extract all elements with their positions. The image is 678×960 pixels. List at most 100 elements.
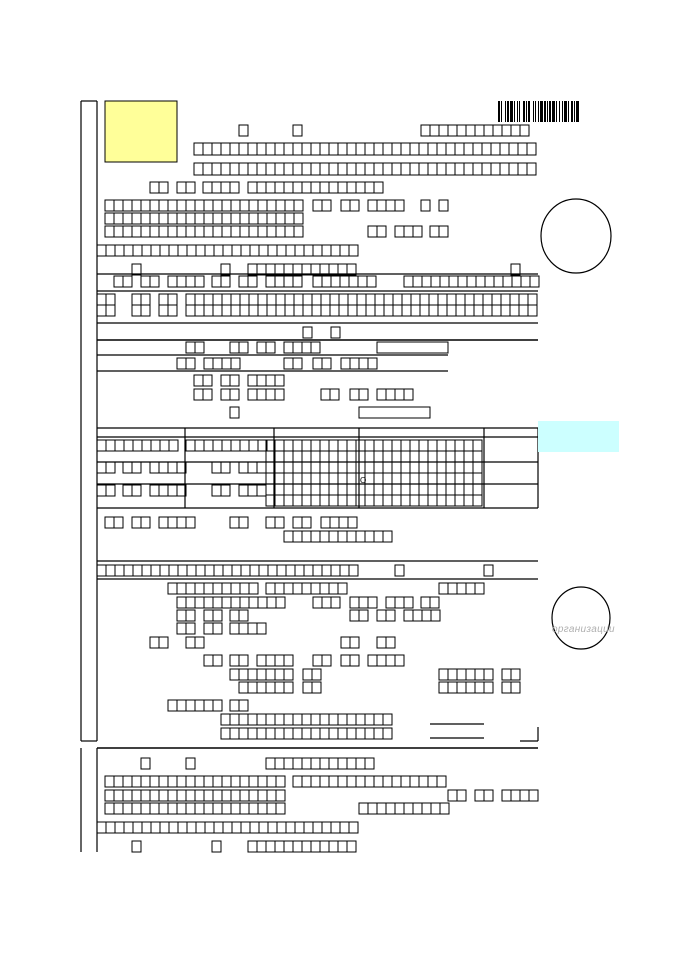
cell-pair — [220, 374, 240, 387]
form-cell — [328, 757, 339, 770]
form-cell — [301, 162, 312, 176]
form-cell — [501, 681, 512, 694]
form-cell — [364, 162, 375, 176]
barcode-bar — [559, 101, 560, 122]
form-cell — [463, 472, 474, 485]
form-cell — [330, 244, 341, 257]
form-cell — [499, 162, 510, 176]
cell-pair — [420, 596, 440, 609]
form-cell — [439, 802, 450, 815]
form-cell — [167, 461, 178, 474]
form-cell — [131, 789, 142, 802]
form-cell — [239, 789, 250, 802]
form-cell — [266, 775, 277, 788]
form-cell — [367, 357, 378, 370]
form-cell — [105, 304, 116, 317]
cell-quad — [229, 622, 267, 635]
form-cell — [104, 199, 115, 212]
table-cells — [96, 439, 179, 452]
form-cell — [249, 821, 260, 834]
grid-small — [158, 293, 178, 317]
form-cell — [311, 668, 322, 681]
form-cell — [238, 142, 249, 156]
form-cell — [382, 162, 393, 176]
form-cell — [247, 388, 258, 401]
form-cell — [185, 622, 196, 635]
form-cell — [229, 699, 240, 712]
form-cell — [159, 439, 170, 452]
form-cell — [221, 789, 232, 802]
form-cell — [283, 461, 294, 474]
form-cell — [123, 821, 134, 834]
form-cell — [212, 304, 223, 317]
form-cell — [274, 713, 285, 726]
form-cell — [355, 162, 366, 176]
form-cell — [518, 304, 529, 317]
form-cell — [265, 142, 276, 156]
form-cell — [385, 654, 396, 667]
form-cell — [131, 840, 142, 853]
form-cell — [328, 530, 339, 543]
form-cell — [463, 142, 474, 156]
form-cell — [220, 713, 231, 726]
form-cell — [427, 439, 438, 452]
form-cell — [194, 293, 205, 306]
form-cell — [466, 275, 477, 288]
cell-pair — [292, 516, 312, 529]
form-rules — [80, 100, 539, 852]
form-cell — [221, 199, 232, 212]
form-cell — [301, 181, 312, 194]
form-cell — [122, 802, 133, 815]
form-cell — [409, 494, 420, 507]
form-cell — [373, 530, 384, 543]
form-cell — [238, 622, 249, 635]
form-cell — [347, 304, 358, 317]
cell-pair — [211, 484, 231, 497]
form-cell — [158, 181, 169, 194]
form-cell — [319, 450, 330, 463]
form-cell — [266, 212, 277, 225]
form-cell — [194, 304, 205, 317]
form-cell — [463, 494, 474, 507]
form-cell — [149, 225, 160, 238]
cell-quad — [376, 388, 414, 401]
form-cell — [248, 596, 259, 609]
form-cell — [283, 582, 294, 595]
stamp-circle-icon — [540, 198, 612, 274]
form-cell — [195, 821, 206, 834]
form-cell — [114, 439, 125, 452]
form-cell — [292, 775, 303, 788]
form-cell — [420, 124, 431, 137]
form-cell — [159, 564, 170, 577]
form-cell — [348, 564, 359, 577]
form-cell — [445, 483, 456, 496]
form-cell — [96, 821, 107, 834]
form-cell — [185, 357, 196, 370]
form-cell — [427, 461, 438, 474]
barcode-bar — [535, 101, 536, 122]
form-cell — [256, 461, 267, 474]
checkbox — [483, 564, 494, 577]
form-cell — [330, 564, 341, 577]
form-cell — [213, 244, 224, 257]
form-cell — [483, 564, 494, 577]
form-cell — [383, 293, 394, 306]
form-cell — [176, 275, 187, 288]
form-cell — [292, 516, 303, 529]
form-cell — [319, 713, 330, 726]
form-cell — [346, 472, 357, 485]
form-cell — [231, 244, 242, 257]
cell-triple — [385, 596, 414, 609]
form-cell — [509, 304, 520, 317]
form-cell — [168, 439, 179, 452]
form-cell — [454, 483, 465, 496]
form-cell — [257, 304, 268, 317]
form-cell — [391, 472, 402, 485]
form-cell — [247, 840, 258, 853]
form-cell — [321, 244, 332, 257]
form-cell — [364, 439, 375, 452]
barcode-bar — [549, 101, 551, 122]
form-cell — [158, 636, 169, 649]
form-cell — [429, 225, 440, 238]
form-cell — [230, 212, 241, 225]
